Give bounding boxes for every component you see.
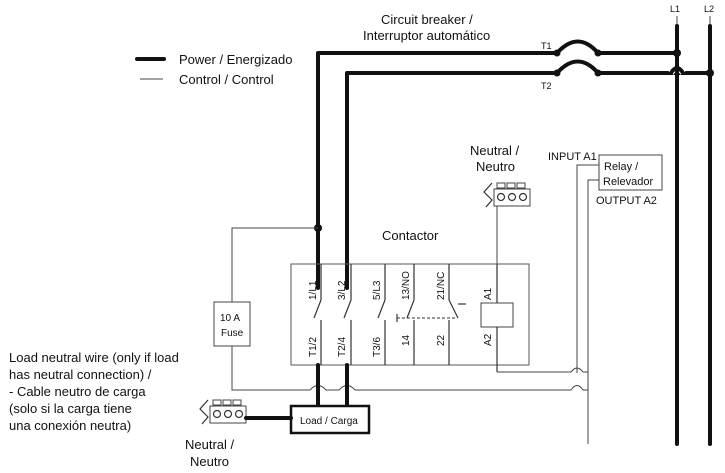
- note-line-3: - Cable neutro de carga: [9, 384, 146, 399]
- load-label: Load / Carga: [300, 416, 358, 427]
- note-line-1: Load neutral wire (only if load: [9, 350, 179, 365]
- terminal-1-l1: 1/L1: [308, 280, 319, 300]
- note-line-2: has neutral connection) /: [9, 367, 152, 382]
- terminal-5-l3: 5/L3: [372, 280, 383, 300]
- terminal-a2: A2: [483, 333, 494, 346]
- line-l1-label: L1: [670, 4, 680, 14]
- neutral-bottom-line1: Neutral /: [185, 437, 235, 452]
- relay-label-line2: Relevador: [603, 176, 653, 188]
- junction-l1: [673, 49, 681, 57]
- terminal-t3-6: T3/6: [372, 337, 383, 357]
- neutral-bottom-line2: Neutro: [190, 454, 229, 469]
- relay-input-label: INPUT A1: [548, 151, 597, 163]
- legend-control-label: Control / Control: [179, 72, 274, 87]
- contactor-top-terminal-labels: 1/L1 3/L2 5/L3 13/NO 21/NC A1: [308, 271, 494, 300]
- breaker-pole-t1: [555, 39, 600, 55]
- neutral-bottom-terminal-block: [199, 399, 247, 425]
- relay-box: [598, 154, 663, 191]
- contactor-coil: [480, 302, 514, 328]
- terminal-13-no: 13/NO: [401, 271, 412, 300]
- relay-label-line1: Relay /: [604, 161, 639, 173]
- wire-relay-input: [576, 164, 599, 373]
- terminal-t2-4: T2/4: [337, 337, 348, 357]
- note-line-5: una conexión neutra): [9, 418, 131, 433]
- neutral-top-line2: Neutro: [476, 159, 515, 174]
- terminal-14: 14: [401, 334, 412, 346]
- breaker-title-line2: Interruptor automático: [363, 28, 490, 43]
- contactor-bottom-terminal-labels: T1/2 T2/4 T3/6 14 22 A2: [308, 333, 494, 357]
- wire-l1-to-fuse: [231, 227, 318, 302]
- breaker-t1-label: T1: [541, 41, 552, 51]
- legend-power-label: Power / Energizado: [179, 52, 292, 67]
- terminal-3-l2: 3/L2: [337, 280, 348, 300]
- load-neutral-note: Load neutral wire (only if load has neut…: [9, 350, 179, 433]
- junction-l2: [706, 69, 714, 77]
- terminal-a1: A1: [483, 287, 494, 300]
- fuse-label-line2: Fuse: [221, 328, 244, 339]
- neutral-top-line1: Neutral /: [470, 143, 520, 158]
- wire-a2-to-relay-output: [497, 367, 588, 373]
- contactor-body: [290, 263, 530, 366]
- breaker-t2-label: T2: [541, 81, 552, 91]
- contactor-title: Contactor: [382, 228, 439, 243]
- wire-fuse-to-relay: [231, 346, 588, 391]
- neutral-top-terminal-block: [483, 182, 531, 208]
- breaker-pole-t2: [555, 59, 600, 75]
- line-l2-label: L2: [704, 4, 714, 14]
- terminal-21-nc: 21/NC: [436, 272, 447, 300]
- wire-t1-to-l1-terminal: [316, 51, 559, 290]
- breaker-title-line1: Circuit breaker /: [381, 12, 473, 27]
- fuse-box: [213, 301, 251, 347]
- wire-relay-output: [587, 179, 599, 444]
- terminal-t1-2: T1/2: [308, 337, 319, 357]
- terminal-22: 22: [436, 334, 447, 346]
- fuse-label-line1: 10 A: [220, 313, 240, 324]
- relay-output-label: OUTPUT A2: [596, 195, 657, 207]
- wire-t2-to-l2-terminal: [345, 71, 559, 290]
- contactor-main-contacts: [313, 264, 466, 365]
- note-line-4: (solo si la carga tiene: [9, 401, 132, 416]
